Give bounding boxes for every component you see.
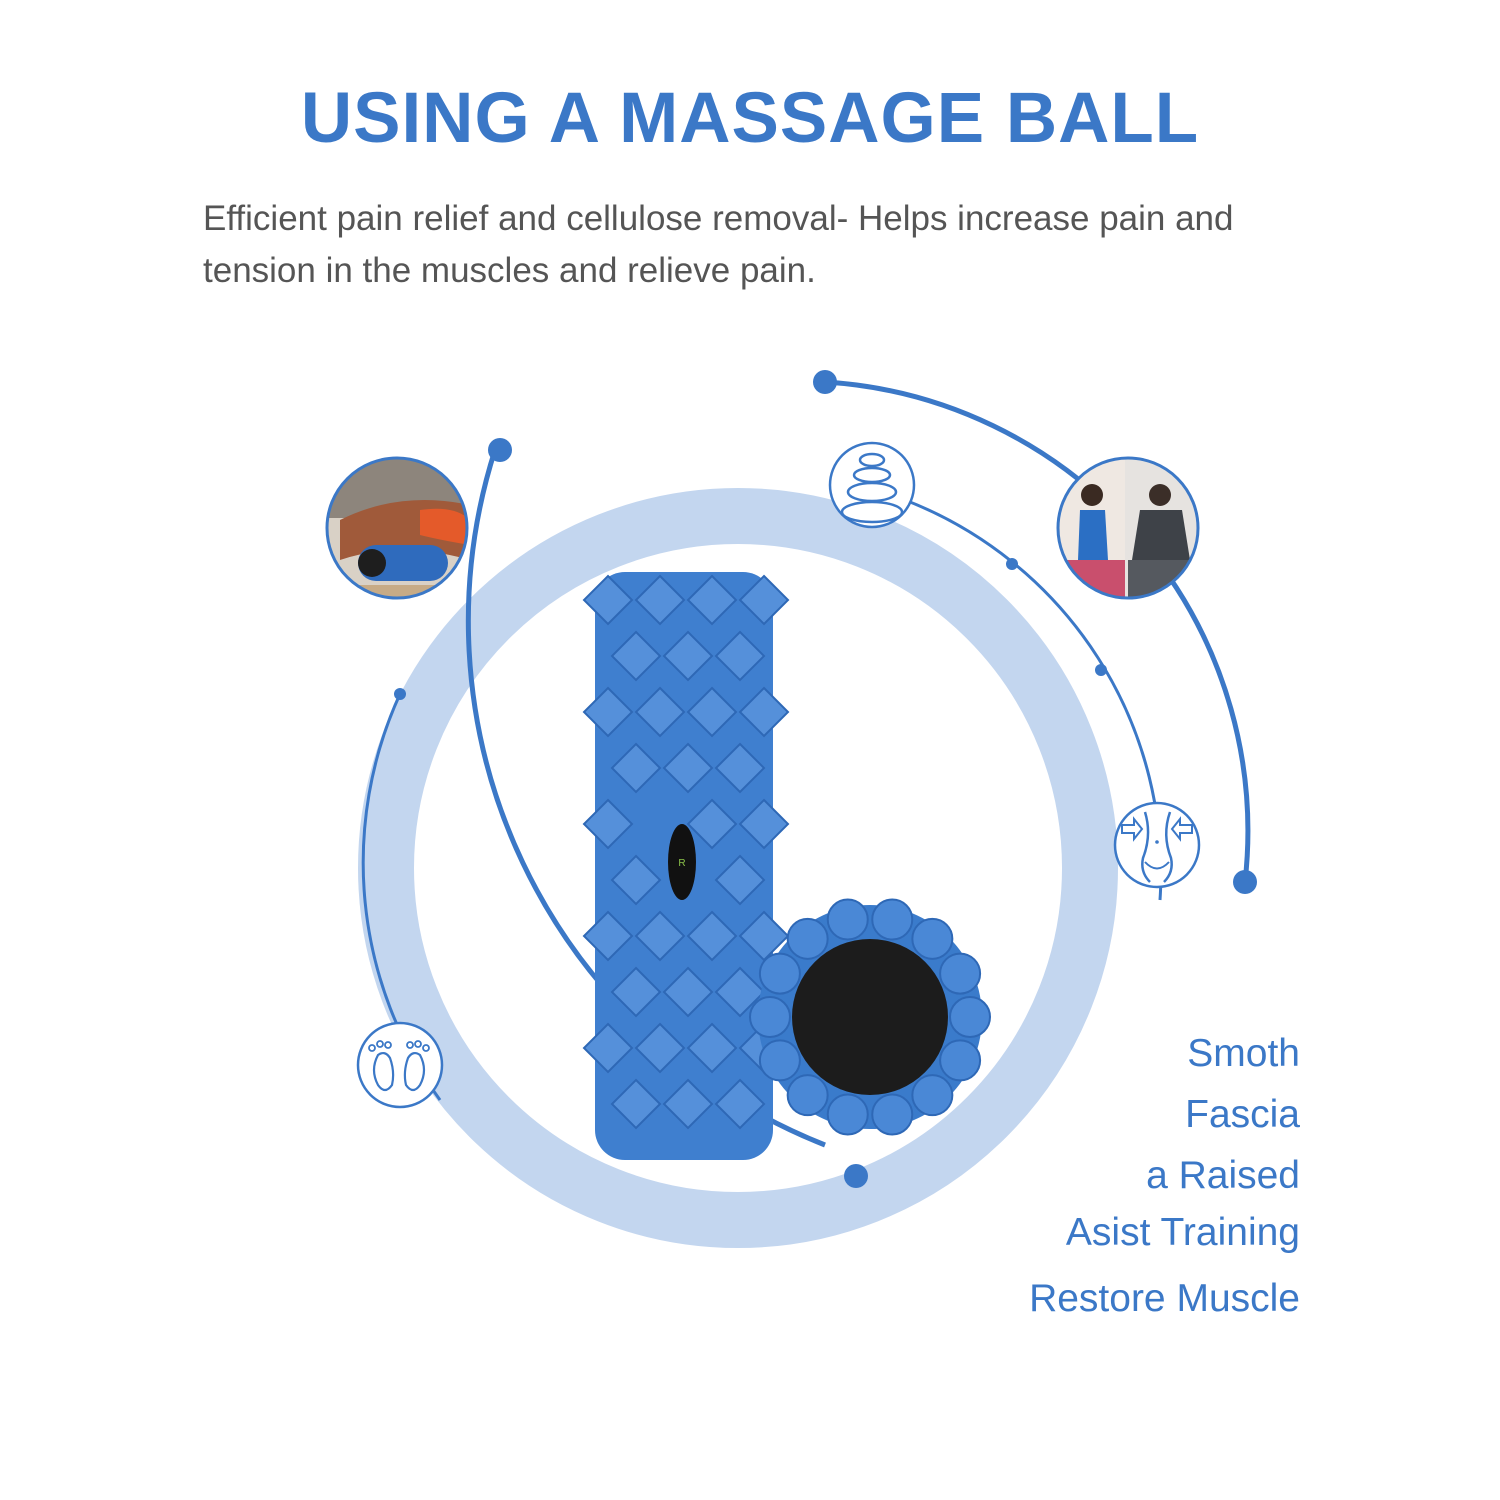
feature-text-restore: Restore Muscle bbox=[1029, 1277, 1300, 1320]
page-subtitle: Efficient pain relief and cellulose remo… bbox=[203, 199, 1234, 290]
stones-icon bbox=[828, 441, 916, 529]
roller-bump bbox=[714, 854, 766, 906]
ball-bump bbox=[826, 898, 869, 941]
roller-bump bbox=[662, 630, 714, 682]
roller-bump bbox=[686, 574, 738, 626]
dot-small-3 bbox=[1095, 664, 1107, 676]
feature-text-training: Asist Training bbox=[1065, 1211, 1300, 1254]
roller-logo bbox=[668, 824, 696, 900]
roller-bump bbox=[714, 630, 766, 682]
roller-bump bbox=[634, 686, 686, 738]
ball-bump bbox=[749, 996, 791, 1038]
roller-bump bbox=[610, 1078, 662, 1130]
roller-bump bbox=[662, 742, 714, 794]
massage-ball bbox=[749, 898, 991, 1136]
light-ring bbox=[358, 488, 1118, 1248]
roller-bump bbox=[662, 966, 714, 1018]
feature-text-smoth: Smoth bbox=[1187, 1032, 1300, 1075]
ball-bump bbox=[911, 1074, 954, 1117]
roller-bump bbox=[610, 742, 662, 794]
roller-bump bbox=[582, 686, 634, 738]
ball-bump bbox=[871, 1093, 914, 1136]
roller-bump bbox=[714, 742, 766, 794]
dot-small-1 bbox=[394, 688, 406, 700]
roller-bump bbox=[686, 686, 738, 738]
roller-bump bbox=[738, 798, 790, 850]
waist-slimming-icon bbox=[1113, 801, 1201, 889]
massage-photo bbox=[325, 456, 469, 600]
ball-bump bbox=[949, 996, 991, 1038]
dot-right bbox=[1233, 870, 1257, 894]
roller-bump bbox=[582, 910, 634, 962]
roller-bump bbox=[582, 574, 634, 626]
stretching-photo bbox=[1056, 456, 1200, 600]
page-title: USING A MASSAGE BALL bbox=[300, 79, 1200, 158]
roller-bump bbox=[582, 1022, 634, 1074]
roller-bump bbox=[634, 574, 686, 626]
roller-bump bbox=[714, 966, 766, 1018]
roller-bump bbox=[662, 1078, 714, 1130]
dot-small-2 bbox=[1006, 558, 1018, 570]
roller-bump bbox=[686, 1022, 738, 1074]
roller-bump bbox=[686, 798, 738, 850]
roller-bump bbox=[634, 1022, 686, 1074]
svg-text:R: R bbox=[678, 858, 685, 869]
ball-bump bbox=[939, 952, 982, 995]
ball-bump bbox=[786, 917, 829, 960]
ball-bump bbox=[786, 1074, 829, 1117]
roller-bump bbox=[738, 686, 790, 738]
dot-bottom bbox=[844, 1164, 868, 1188]
roller-bump bbox=[582, 798, 634, 850]
roller-bump bbox=[634, 910, 686, 962]
roller-bump bbox=[610, 630, 662, 682]
feet-icon bbox=[356, 1021, 444, 1109]
ball-bump bbox=[758, 1039, 801, 1082]
roller-bump bbox=[610, 966, 662, 1018]
ball-bump bbox=[939, 1039, 982, 1082]
roller-bump bbox=[714, 1078, 766, 1130]
feature-text-fascia: Fascia bbox=[1185, 1093, 1300, 1136]
foam-roller: R bbox=[582, 572, 790, 1160]
feature-text-raised: a Raised bbox=[1146, 1154, 1300, 1197]
roller-bump bbox=[610, 854, 662, 906]
dot-top-left bbox=[488, 438, 512, 462]
ball-bump bbox=[911, 917, 954, 960]
roller-bump bbox=[738, 574, 790, 626]
dot-top bbox=[813, 370, 837, 394]
ball-bump bbox=[758, 952, 801, 995]
roller-bump bbox=[686, 910, 738, 962]
ball-bump bbox=[871, 898, 914, 941]
ball-bump bbox=[826, 1093, 869, 1136]
